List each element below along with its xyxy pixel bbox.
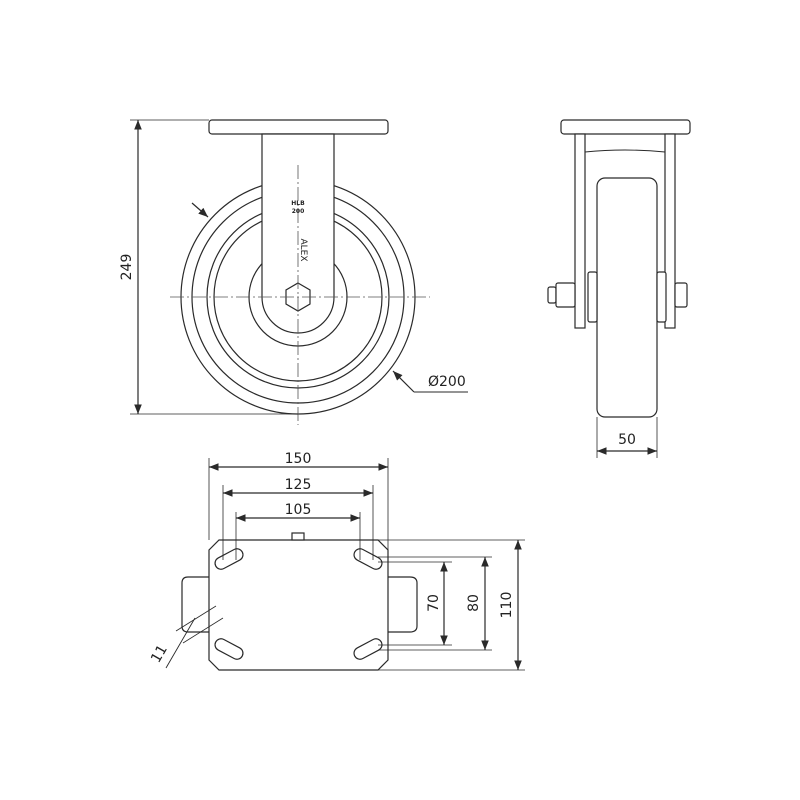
slot-ext-2 [182,617,224,644]
side-fork-right [664,133,676,329]
hole-spacing-125-label: 125 [285,477,312,493]
side-wheel [596,177,658,418]
plate-marking-2: 200 [292,208,305,215]
diameter-label: Ø200 [428,374,466,390]
plate-top-tab [291,532,305,541]
plate-view [165,458,525,671]
front-top-plate [208,119,389,135]
slot-ext-1 [175,605,217,632]
plate-width-150-label: 150 [285,451,312,467]
slot-dimension-line [165,617,196,669]
plate-wheel-right [388,576,418,633]
hole-spacing-70-label: 70 [426,594,442,612]
side-top-plate [560,119,691,135]
plate-depth-110-label: 110 [499,592,515,619]
slot-top-right [353,548,383,570]
wheel-width-label: 50 [618,432,636,448]
diameter-leader-arrow [392,370,415,393]
side-fork-bridge [584,149,666,153]
side-view [547,119,691,458]
hole-spacing-105-label: 105 [285,502,312,518]
axle-nut-side-right [674,282,688,308]
side-hub-left [587,271,598,323]
height-label: 249 [119,254,135,281]
slot-width-11-label: 11 [148,642,171,665]
slot-bottom-right [353,638,383,660]
side-fork-left [574,133,586,329]
hole-spacing-80-label: 80 [466,594,482,612]
slot-top-left [214,548,244,570]
plate-marking-1: HLB [291,200,305,207]
side-hub-right [656,271,667,323]
mounting-slots [214,548,383,660]
tire-thickness-arrow [191,202,209,218]
front-view [130,119,468,425]
plate-wheel-left [181,576,209,633]
slot-bottom-left [214,638,244,660]
brand-mark: ALEX [298,238,308,261]
axle-nut-side-left [555,282,576,308]
axle-bolt-end [547,286,557,304]
